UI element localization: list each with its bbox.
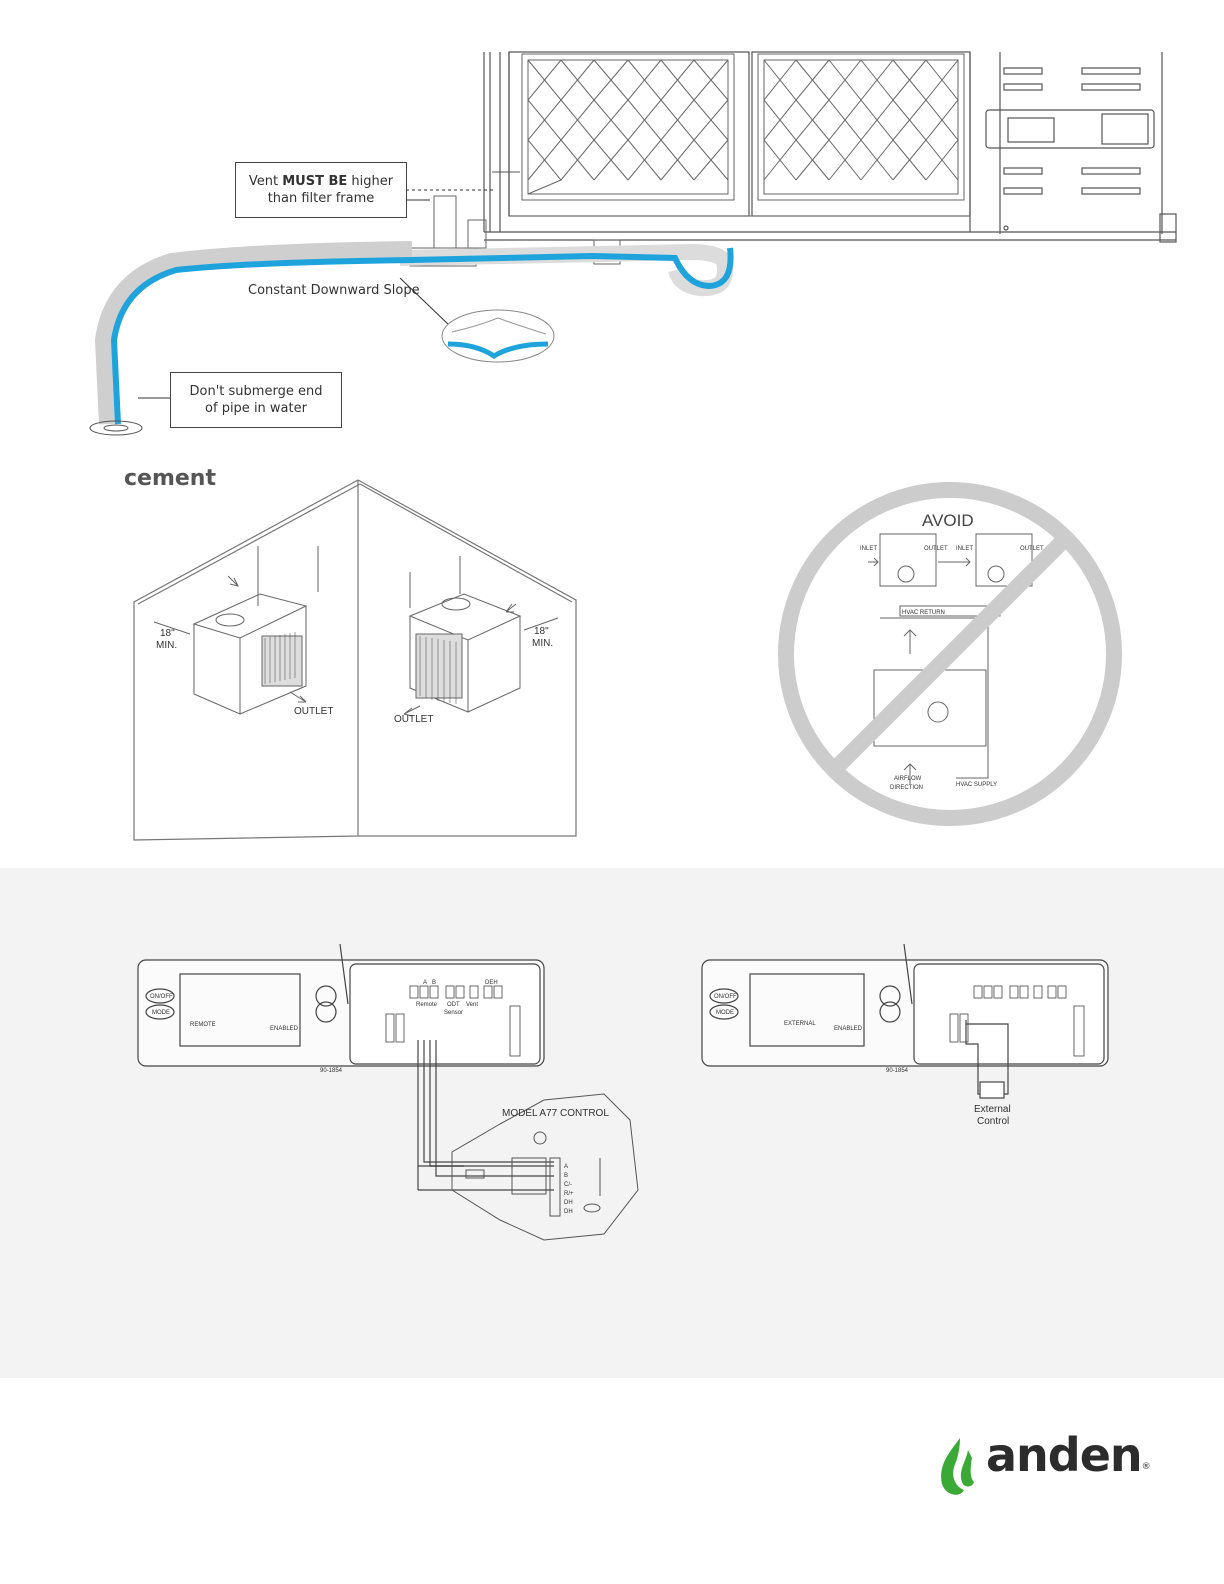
wiring-remote-diagram: ON/OFF MODE REMOTE ENABLED 90-1854 A B O… [137,944,639,1241]
vent-note-bold: MUST BE [282,174,348,189]
avoid-hvac-supply: HVAC SUPPLY [956,782,997,788]
external-control-line1: External [974,1104,1011,1115]
header-label-deh: DEH [485,980,498,986]
avoid-hvac-return: HVAC RETURN [902,610,945,616]
avoid-inlet2: INLET [956,546,973,552]
terminal-b: B [564,1173,568,1179]
remote-part-no: 90-1854 [320,1068,343,1074]
remote-btn-mode: MODE [152,1010,170,1016]
sub-label-sensor: Sensor [444,1010,463,1016]
avoid-airflow-line1: AIRFLOW [894,776,922,782]
brand-reg-mark: ® [1141,1462,1151,1472]
slope-label: Constant Downward Slope [248,283,420,298]
submerge-callout: Don't submerge end of pipe in water [170,372,342,428]
remote-display-right: ENABLED [270,1026,299,1032]
brand-logo: anden® [986,1428,1151,1482]
terminal-dh2: DH [564,1209,573,1215]
sub-label-remote: Remote [416,1002,438,1008]
min-right-label: MIN. [532,638,553,649]
avoid-airflow-line2: DIRECTION [890,785,923,791]
wiring-section-background [0,868,1224,1378]
min-right-value: 18" [534,626,549,637]
terminal-c: C/- [564,1182,572,1188]
header-label-vent: Vent [466,1002,478,1008]
external-display-right: ENABLED [834,1026,863,1032]
terminal-r: R/+ [564,1191,574,1197]
min-left-value: 18" [160,628,175,639]
external-control-line2: Control [977,1116,1009,1127]
outlet-right-label: OUTLET [394,714,433,725]
external-btn-onoff: ON/OFF [714,994,737,1000]
drain-diagram [89,51,1177,436]
header-label-a: A [423,980,427,986]
header-label-b: B [432,980,436,986]
avoid-inlet1: INLET [860,546,877,552]
submerge-line2: of pipe in water [205,401,307,416]
vent-note-callout: Vent MUST BE higher than filter frame [235,162,407,218]
remote-display-left: REMOTE [190,1022,216,1028]
external-part-no: 90-1854 [886,1068,909,1074]
submerge-line1: Don't submerge end [189,384,323,399]
anden-leaf-icon [941,1438,974,1495]
terminal-dh1: DH [564,1200,573,1206]
section-heading: cement [124,466,216,491]
vent-note-line2: than filter frame [267,191,375,206]
terminal-a: A [564,1164,568,1170]
outlet-left-label: OUTLET [294,706,333,717]
vent-note-suffix: higher [347,174,394,189]
external-display-left: EXTERNAL [784,1021,816,1027]
wiring-external-diagram: ON/OFF MODE EXTERNAL ENABLED 90-1854 Ext… [701,944,1109,1127]
min-left-label: MIN. [156,640,177,651]
brand-name: anden [986,1428,1143,1482]
model-label: MODEL A77 CONTROL [502,1108,609,1119]
header-label-odt: ODT [447,1002,460,1008]
remote-btn-onoff: ON/OFF [150,994,173,1000]
avoid-title: AVOID [922,511,974,530]
vent-note-prefix: Vent [248,174,283,189]
external-btn-mode: MODE [716,1010,734,1016]
avoid-outlet2: OUTLET [1020,546,1044,552]
placement-diagram: 18" MIN. 18" MIN. OUTLET OUTLET [133,479,577,841]
avoid-outlet1: OUTLET [924,546,948,552]
avoid-diagram: AVOID INLET OUTLET INLET OUTLET HVAC RET… [778,482,1122,826]
